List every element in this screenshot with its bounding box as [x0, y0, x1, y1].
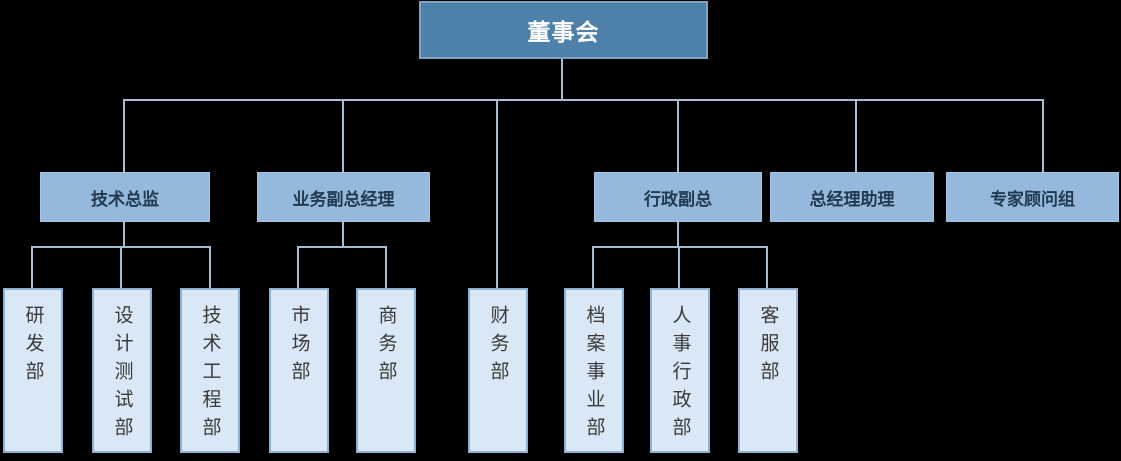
- connector-drop-hr-admin-dept: [678, 246, 680, 289]
- connector-drop-customer-service-dept: [766, 246, 768, 289]
- org-node-admin-vp[interactable]: 行政副总: [594, 172, 762, 222]
- org-node-label: 董事会: [527, 19, 600, 45]
- connector-bus-business-vp: [297, 246, 387, 248]
- org-node-business-vp[interactable]: 业务副总经理: [257, 172, 430, 222]
- org-node-label: 设计测试部: [111, 305, 133, 445]
- org-node-gm-assistant[interactable]: 总经理助理: [770, 172, 934, 222]
- connector-drop-commerce-dept: [385, 246, 387, 289]
- org-node-design-test-dept[interactable]: 设计测试部: [92, 288, 152, 453]
- connector-drop-business-vp: [342, 99, 344, 173]
- org-node-label: 专家顾问组: [990, 189, 1075, 209]
- org-node-label: 行政副总: [644, 189, 712, 209]
- org-node-marketing-dept[interactable]: 市场部: [269, 288, 329, 453]
- connector-drop-expert-group: [1042, 99, 1044, 173]
- connector-stem-tech-director: [123, 222, 125, 247]
- org-node-commerce-dept[interactable]: 商务部: [356, 288, 416, 453]
- org-node-board-of-directors[interactable]: 董事会: [419, 1, 708, 59]
- org-node-label: 研发部: [22, 305, 44, 389]
- connector-drop-rd-dept: [31, 246, 33, 289]
- org-node-label: 财务部: [487, 305, 509, 389]
- connector-stem-admin-vp: [677, 222, 679, 247]
- org-node-archives-dept[interactable]: 档案事业部: [564, 288, 624, 453]
- connector-root-stem: [561, 59, 563, 100]
- org-node-customer-service-dept[interactable]: 客服部: [738, 288, 798, 453]
- connector-drop-design-test-dept: [120, 246, 122, 289]
- org-node-label: 客服部: [757, 305, 779, 389]
- org-node-label: 技术工程部: [199, 305, 221, 445]
- connector-drop-tech-director: [123, 99, 125, 173]
- org-node-label: 业务副总经理: [292, 189, 395, 209]
- org-node-tech-director[interactable]: 技术总监: [40, 172, 210, 222]
- org-node-label: 人事行政部: [669, 305, 691, 445]
- connector-level1-bus: [123, 99, 1044, 101]
- org-node-hr-admin-dept[interactable]: 人事行政部: [650, 288, 710, 453]
- connector-drop-archives-dept: [592, 246, 594, 289]
- org-node-label: 技术总监: [91, 189, 159, 209]
- org-node-label: 商务部: [375, 305, 397, 389]
- org-node-finance-dept[interactable]: 财务部: [468, 288, 528, 453]
- connector-drop-gm-assistant: [855, 99, 857, 173]
- org-node-tech-eng-dept[interactable]: 技术工程部: [180, 288, 240, 453]
- connector-drop-finance: [496, 99, 498, 289]
- org-node-rd-dept[interactable]: 研发部: [3, 288, 63, 453]
- org-node-label: 总经理助理: [809, 189, 895, 209]
- connector-bus-admin-vp: [592, 246, 768, 248]
- connector-stem-business-vp: [342, 222, 344, 247]
- connector-drop-admin-vp: [677, 99, 679, 173]
- org-node-label: 市场部: [288, 305, 310, 389]
- connector-drop-tech-eng-dept: [209, 246, 211, 289]
- org-node-label: 档案事业部: [583, 305, 605, 445]
- connector-drop-marketing-dept: [297, 246, 299, 289]
- org-node-expert-advisory-group[interactable]: 专家顾问组: [946, 172, 1119, 222]
